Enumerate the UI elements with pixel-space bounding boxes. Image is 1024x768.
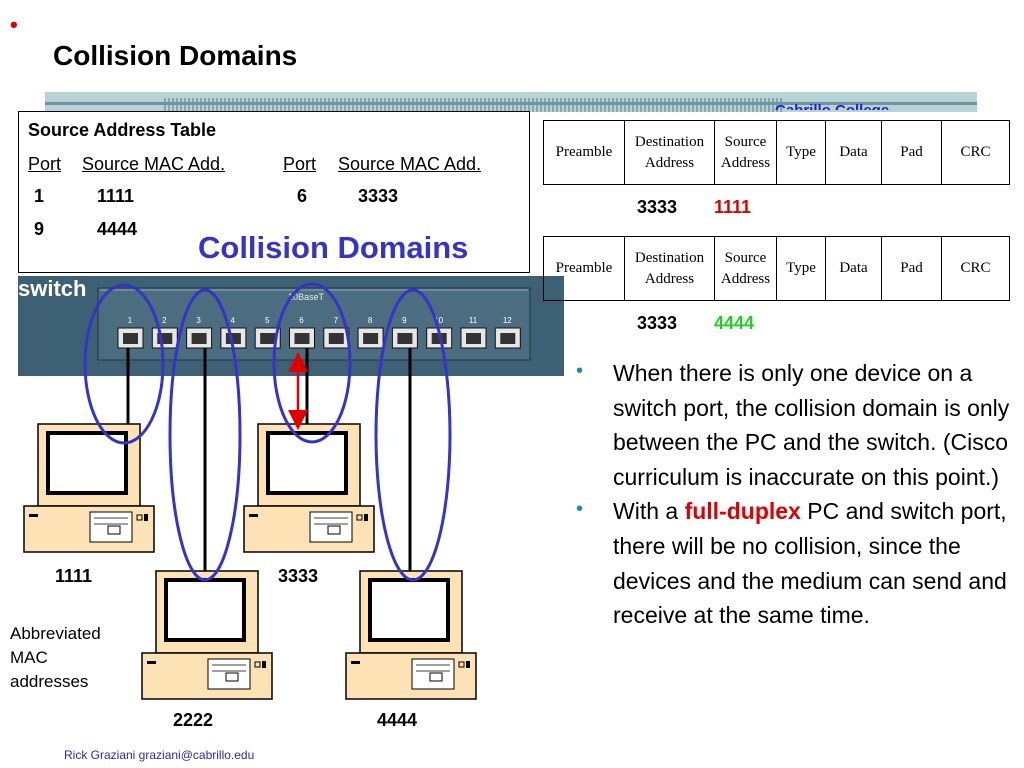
switch-port-number: 5 [265,316,270,325]
collision-domain-ellipse [374,288,452,582]
rj45-jack-icon [500,333,516,344]
sat-title: Source Address Table [28,120,217,140]
frame-field-data: Data [826,237,882,300]
frame-field-preamble: Preamble [544,121,625,184]
sat-cell-port: 1 [34,186,45,206]
switch-model-label: 10BaseT [288,292,325,302]
frame-src-address: 1111 [714,197,752,217]
ethernet-frame: Preamble Destination Address Source Addr… [543,120,1010,185]
bullet-dot-icon: • [576,498,584,521]
collision-domain-ellipse [168,288,242,582]
sat-cell-mac: 3333 [358,186,399,206]
rj45-jack-icon [191,333,207,344]
rj45-jack-icon [157,333,173,344]
switch-port-number: 2 [162,316,167,325]
switch-port-number: 11 [469,316,478,325]
rj45-jack-icon [328,333,344,344]
pc-computer [22,422,156,554]
bullet-item: • With a full-duplex PC and switch port, … [576,494,1016,632]
collision-domain-ellipse [272,282,352,444]
switch-port-number: 1 [128,316,133,325]
sat-header-port: Port [283,154,317,174]
sat-header-mac: Source MAC Add. [338,154,482,174]
frame-field-source: Source Address [715,121,777,184]
frame-dest-address: 3333 [637,197,678,217]
frame-field-type: Type [777,237,826,300]
switch-port-number: 9 [402,316,407,325]
abbreviated-mac-note: Abbreviated MAC addresses [10,624,101,691]
ethernet-frame: Preamble Destination Address Source Addr… [543,236,1010,301]
switch-port-number: 4 [231,316,236,325]
pc-address-label: 3333 [278,566,319,586]
sat-cell-mac: 4444 [97,219,138,239]
bullet-list: • When there is only one device on a swit… [576,356,1016,633]
rj45-jack-icon [260,333,276,344]
frame-dest-address: 3333 [637,313,678,333]
bullet-text: When there is only one device on a switc… [613,360,1010,490]
rj45-jack-icon [466,333,481,344]
rj45-jack-icon [294,333,310,344]
bullet-item: • When there is only one device on a swit… [576,356,1016,494]
switch-port-number: 8 [368,316,373,325]
pc-address-label: 2222 [173,710,214,730]
pc-address-label: 1111 [55,566,93,586]
sat-header-port: Port [28,154,62,174]
sat-header-mac: Source MAC Add. [82,154,226,174]
frame-field-crc: CRC [960,144,991,160]
sat-cell-port: 9 [34,219,45,239]
rj45-jack-icon [123,333,138,344]
frame-src-address: 4444 [714,313,755,333]
frame-field-destination: Destination Address [625,237,715,300]
frame-field-data: Data [826,121,882,184]
slide-title: Collision Domains [53,40,298,71]
pc-address-label: 4444 [377,710,418,730]
rj45-jack-icon [363,333,379,344]
frame-field-preamble: Preamble [544,237,625,300]
bullet-text-pre: With a [613,498,685,525]
sat-cell-mac: 1111 [97,186,135,206]
frame-field-pad: Pad [882,121,942,184]
switch-port-number: 10 [434,316,443,325]
frame-field-pad: Pad [882,237,942,300]
switch-port-number: 3 [196,316,201,325]
switch-port-number: 7 [334,316,339,325]
header-band [45,92,977,112]
frame-field-destination: Destination Address [625,121,715,184]
rj45-jack-icon [397,333,413,344]
bullet-dot-icon: • [576,360,584,382]
footer-credit: Rick Graziani graziani@cabrillo.edu [64,748,255,762]
sat-cell-port: 6 [297,186,308,206]
pc-computer [140,569,274,701]
frame-field-source: Source Address [715,237,777,300]
switch-port-number: 6 [299,316,304,325]
collision-domains-label: Collision Domains [198,230,469,265]
switch-port-number: 12 [503,316,512,325]
bullet-text-post: PC and switch port, there will be no col… [613,498,1007,629]
switch-label: switch [18,276,87,301]
pc-computer [344,569,478,701]
collision-domain-ellipse [83,283,165,445]
frame-field-type: Type [777,121,826,184]
college-name: Cabrillo College [775,102,965,110]
full-duplex-highlight: full-duplex [684,498,801,525]
source-address-table: Source Address Table Port Source MAC Add… [18,111,530,273]
title-bullet: • [10,12,18,37]
rj45-jack-icon [225,333,241,344]
frame-field-crc: CRC [960,260,991,276]
